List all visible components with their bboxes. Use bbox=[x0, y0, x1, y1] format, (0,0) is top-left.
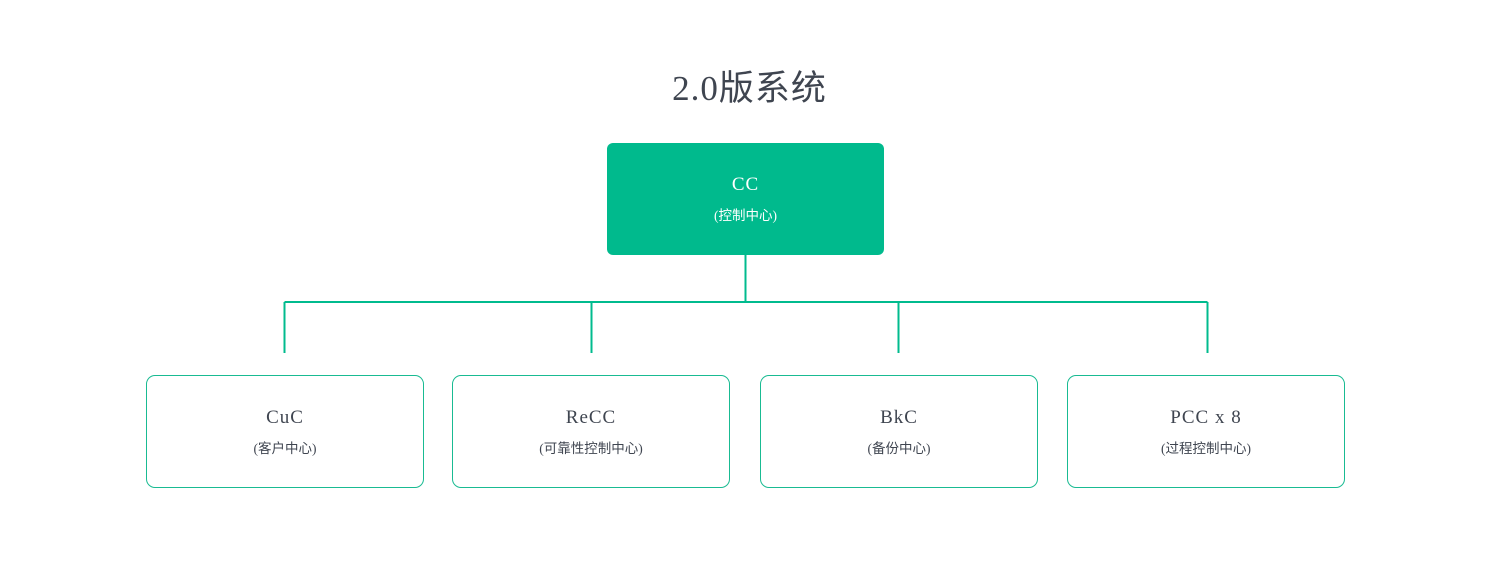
node-bkc-label: (备份中心) bbox=[867, 440, 931, 456]
node-cuc-label: (客户中心) bbox=[253, 440, 317, 456]
page-title: 2.0版系统 bbox=[672, 69, 827, 108]
node-recc-code: ReCC bbox=[565, 406, 617, 428]
node-cc-code: CC bbox=[731, 174, 760, 195]
node-recc[interactable]: ReCC (可靠性控制中心) bbox=[452, 375, 730, 488]
node-cc[interactable]: CC (控制中心) bbox=[607, 143, 884, 255]
node-pcc-code: PCC x 8 bbox=[1170, 406, 1242, 428]
node-pcc[interactable]: PCC x 8 (过程控制中心) bbox=[1067, 375, 1345, 488]
node-cuc[interactable]: CuC (客户中心) bbox=[146, 375, 424, 488]
node-cuc-code: CuC bbox=[266, 406, 304, 428]
node-cc-label: (控制中心) bbox=[714, 208, 777, 223]
node-bkc-code: BkC bbox=[880, 406, 918, 428]
node-recc-label: (可靠性控制中心) bbox=[539, 440, 643, 456]
node-pcc-label: (过程控制中心) bbox=[1161, 440, 1251, 456]
node-bkc[interactable]: BkC (备份中心) bbox=[760, 375, 1038, 488]
